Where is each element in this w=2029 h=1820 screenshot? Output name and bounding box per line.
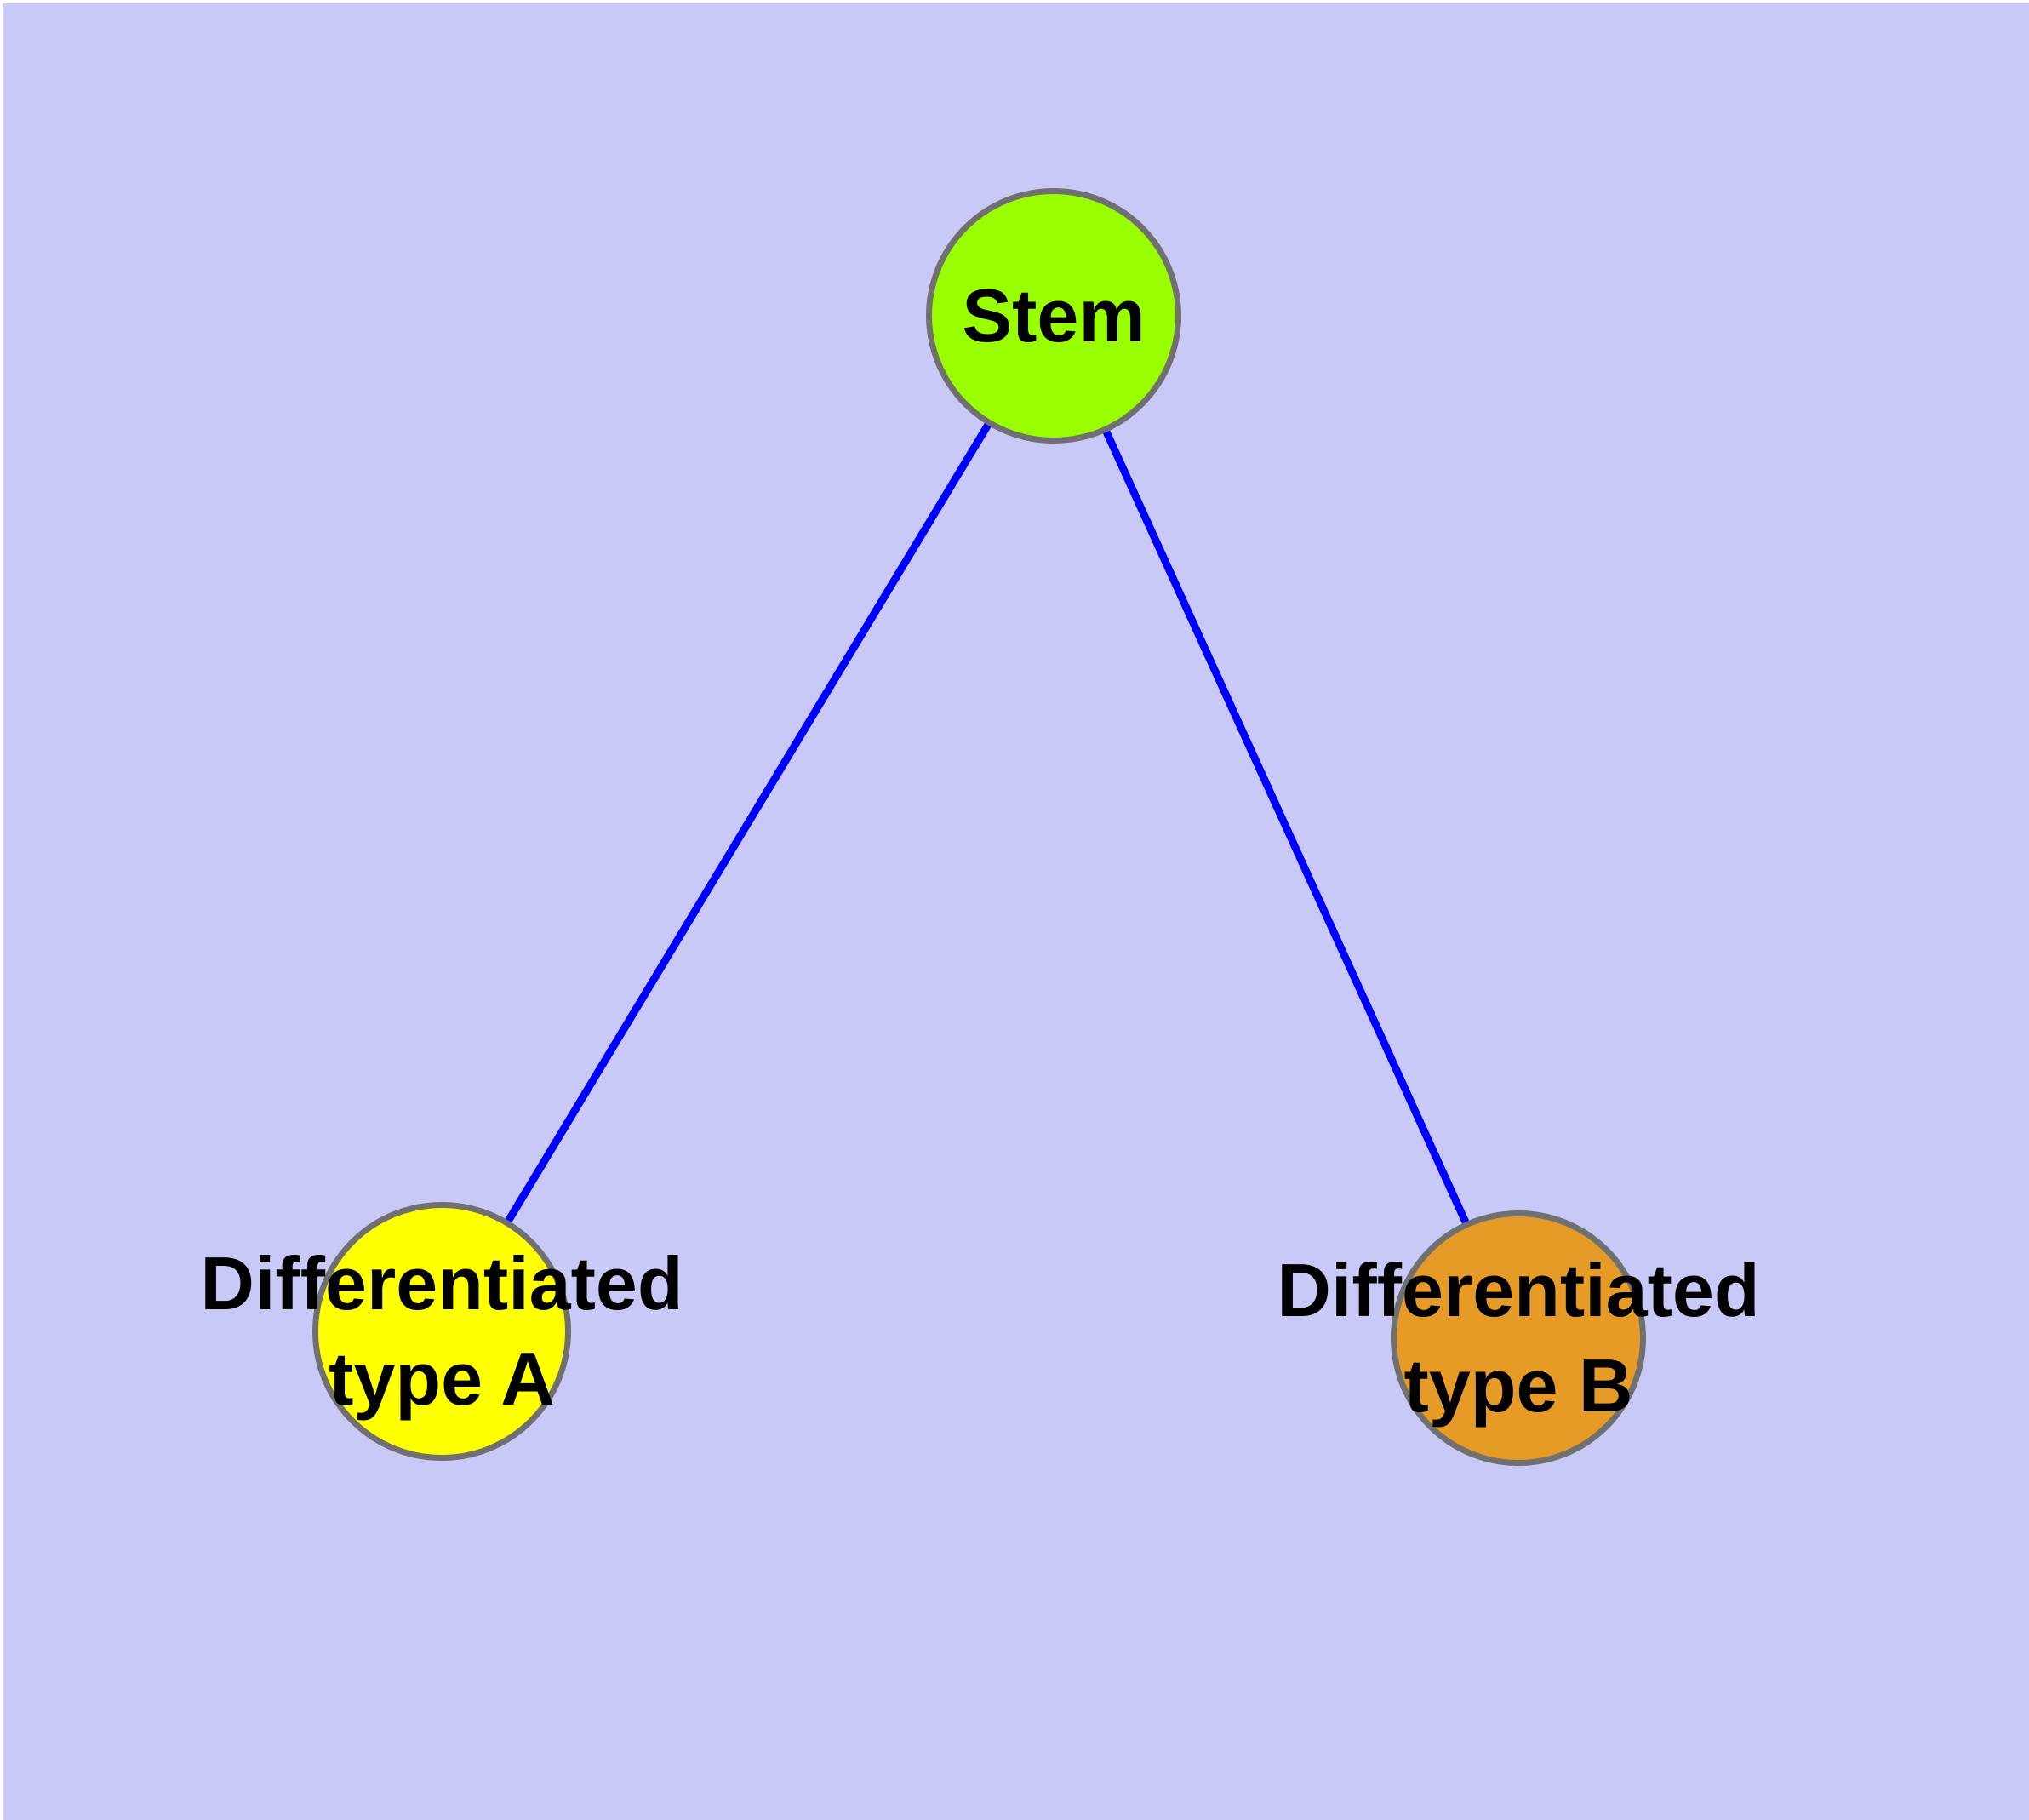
node-differentiated-type-b-label: Differentiated type B: [1277, 1243, 1759, 1434]
edge-stem-typeB: [1049, 314, 1523, 1340]
node-differentiated-type-a-label: Differentiated type A: [200, 1236, 683, 1427]
node-stem-circle: [926, 188, 1181, 444]
node-type-a-label-line2: type A: [329, 1336, 555, 1421]
node-stem-label: Stem: [962, 268, 1145, 363]
node-differentiated-type-a-circle: [312, 1202, 571, 1461]
node-type-a-label-line1: Differentiated: [200, 1241, 683, 1325]
node-type-b-label-line2: type B: [1403, 1343, 1633, 1428]
node-differentiated-type-b-circle: [1391, 1210, 1646, 1466]
edge-stem-typeA: [438, 313, 1057, 1334]
node-stem-label-line1: Stem: [962, 273, 1146, 358]
node-type-b-label-line1: Differentiated: [1277, 1248, 1760, 1332]
